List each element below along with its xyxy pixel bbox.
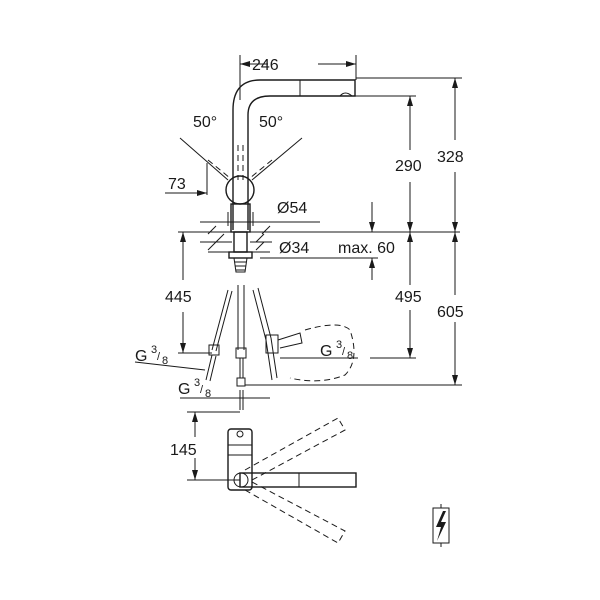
dim-hole-diameter: Ø34 [279,240,309,257]
fraction-den: 8 [205,388,211,400]
dim-max-thickness: max. 60 [338,240,395,257]
fraction-num: 3 [151,344,157,356]
fraction-num: 3 [336,339,342,351]
dim-hose-right: 495 [395,289,422,306]
handle-angle-lines [179,137,303,195]
dim-angle-right: 50° [259,114,283,131]
dim-handle-offset: 73 [168,176,186,193]
dim-body-diameter: Ø54 [277,200,307,217]
dim-spout-height: 290 [395,158,422,175]
svg-text:/: / [342,346,346,358]
dim-spout-reach: 246 [252,57,279,74]
dim-total-height: 328 [437,149,464,166]
fraction-den: 8 [162,355,168,367]
lightning-bolt-icon [432,504,450,547]
svg-text:/: / [157,351,161,363]
thread-label: G [135,348,147,365]
dim-plan-depth: 145 [170,442,197,459]
dim-hose-total: 605 [437,304,464,321]
faucet-spout [232,79,356,230]
dim-angle-left: 50° [193,114,217,131]
supply-hoses [205,285,355,410]
countertop [178,225,460,273]
fraction-num: 3 [194,377,200,389]
fraction-den: 8 [347,350,353,362]
dimension-lines [134,55,462,481]
thread-label: G [178,381,190,398]
faucet-body [230,203,251,233]
connection-label-right: G 3 / 8 [320,339,353,362]
dim-hose-left: 445 [165,289,192,306]
connection-label-center: G 3 / 8 [178,377,211,400]
svg-text:/: / [200,384,204,396]
thread-label: G [320,343,332,360]
plan-view [227,417,357,544]
handle-ball [225,175,255,205]
connection-label-left: G 3 / 8 [135,344,168,367]
